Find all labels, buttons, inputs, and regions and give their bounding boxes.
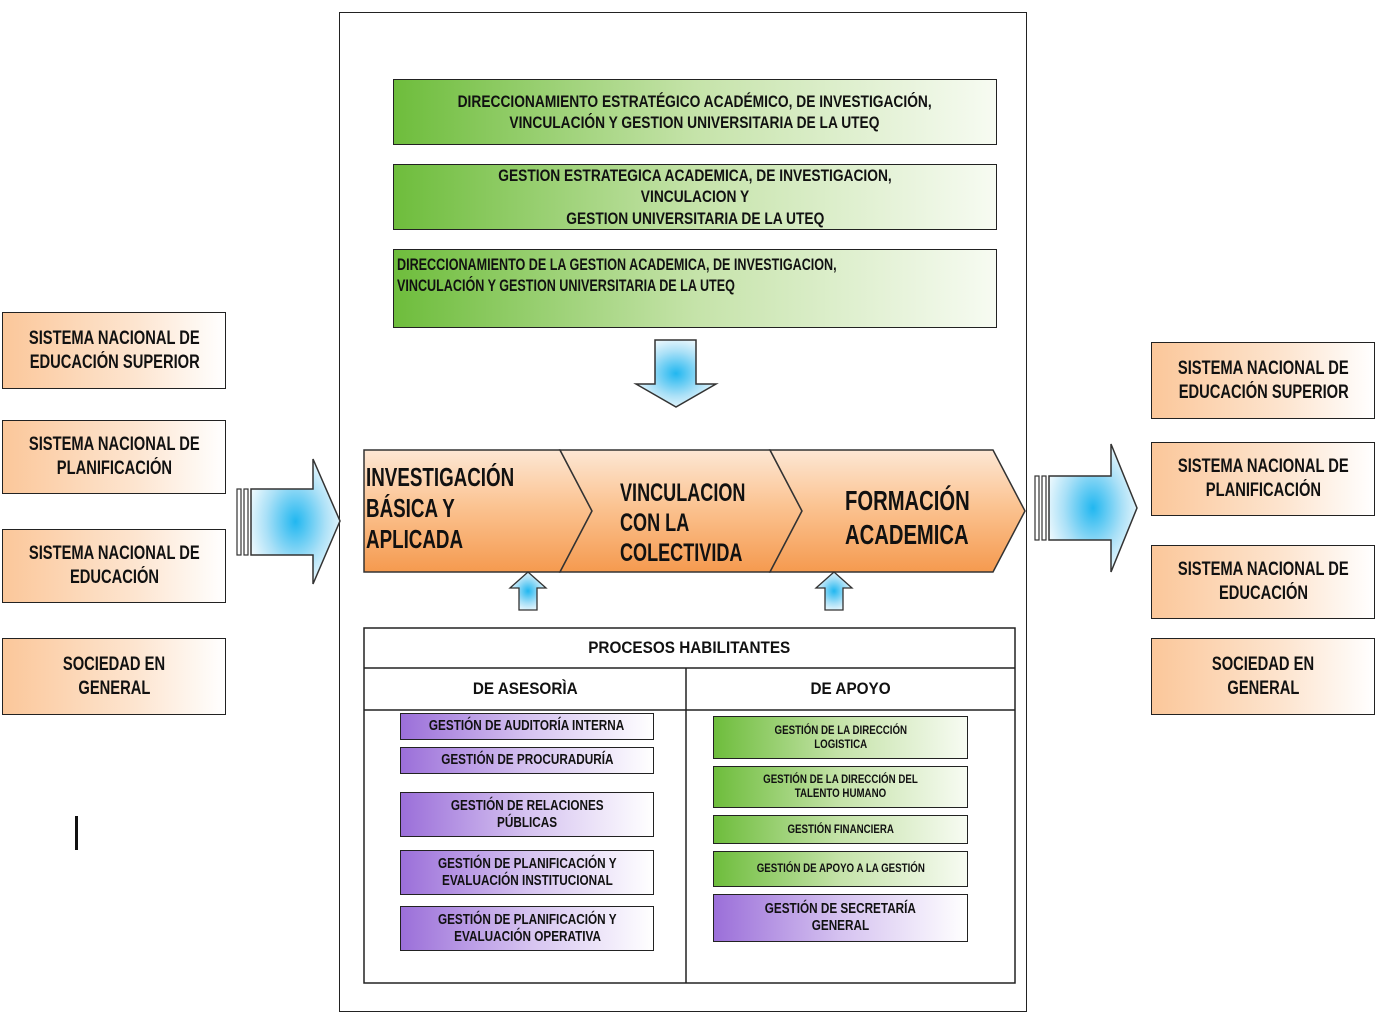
support-line: GESTIÓN DE LA DIRECCIÓN [774, 722, 907, 737]
core-chevron-formacion [768, 449, 1026, 573]
input-line: EDUCACIÓN SUPERIOR [28, 351, 200, 373]
advisory-line: EVALUACIÓN INSTITUCIONAL [441, 872, 613, 889]
output-line: EDUCACIÓN [1218, 583, 1308, 604]
support-box-apoyo-gestion: GESTIÓN DE APOYO A LA GESTIÓN [713, 851, 968, 887]
advisory-header: DE ASESORÌA [365, 669, 685, 709]
enabling-title: PROCESOS HABILITANTES [365, 629, 1014, 667]
strategic-line: GESTION UNIVERSITARIA DE LA UTEQ [565, 208, 825, 228]
core-line: CON LA [620, 509, 690, 537]
output-arrow-icon [1034, 443, 1138, 573]
core-line: ACADEMICA [845, 518, 969, 550]
support-box-financiera: GESTIÓN FINANCIERA [713, 815, 968, 844]
advisory-line: GESTIÓN DE PROCURADURÍA [440, 752, 614, 769]
support-line: GESTIÓN DE LA DIRECCIÓN DEL [763, 772, 918, 787]
advisory-line: EVALUACIÓN OPERATIVA [453, 928, 601, 945]
core-line: COLECTIVIDA [620, 539, 743, 567]
advisory-box-procuraduria: GESTIÓN DE PROCURADURÍA [400, 747, 654, 774]
strategic-line: DIRECCIONAMIENTO ESTRATÉGICO ACADÉMICO, … [457, 91, 933, 111]
core-line: BÁSICA Y [366, 493, 455, 524]
strategic-box-direccionamiento-estrategico: DIRECCIONAMIENTO ESTRATÉGICO ACADÉMICO, … [393, 79, 997, 145]
output-line: PLANIFICACIÓN [1205, 480, 1321, 501]
support-header: DE APOYO [687, 669, 1014, 709]
core-line: FORMACIÓN [845, 485, 970, 516]
support-line: TALENTO HUMANO [794, 786, 887, 800]
strategic-line: DIRECCIONAMIENTO DE LA GESTION ACADEMICA… [397, 255, 837, 274]
input-line: SISTEMA NACIONAL DE [28, 434, 200, 456]
strategic-box-direccionamiento-gestion: DIRECCIONAMIENTO DE LA GESTION ACADEMICA… [393, 249, 997, 328]
support-line: GENERAL [811, 918, 870, 934]
output-line: SISTEMA NACIONAL DE [1177, 357, 1349, 379]
strategic-line: VINCULACIÓN Y GESTION UNIVERSITARIA DE L… [509, 113, 881, 132]
strategic-box-gestion-estrategica: GESTION ESTRATEGICA ACADEMICA, DE INVEST… [393, 164, 997, 230]
input-line: SISTEMA NACIONAL DE [28, 543, 200, 565]
up-arrow-icon [814, 571, 854, 611]
advisory-line: PÚBLICAS [496, 814, 558, 831]
text-cursor-mark [75, 816, 78, 850]
advisory-line: GESTIÓN DE PLANIFICACIÓN Y [437, 855, 617, 872]
advisory-box-auditoria: GESTIÓN DE AUDITORÍA INTERNA [400, 713, 654, 740]
strategic-line: VINCULACIÓN Y GESTION UNIVERSITARIA DE L… [397, 276, 735, 296]
up-arrow-icon [508, 571, 548, 611]
core-line: VINCULACION [620, 479, 746, 507]
strategic-line: GESTION ESTRATEGICA ACADEMICA, DE INVEST… [498, 166, 892, 207]
output-line: SOCIEDAD EN [1211, 653, 1315, 675]
support-line: GESTIÓN DE APOYO A LA GESTIÓN [756, 861, 925, 876]
input-line: SOCIEDAD EN [62, 653, 166, 675]
input-line: SISTEMA NACIONAL DE [28, 327, 200, 349]
core-line: APLICADA [366, 524, 464, 555]
input-line: PLANIFICACIÓN [56, 458, 172, 479]
down-arrow-icon [633, 339, 719, 408]
support-line: LOGISTICA [814, 736, 867, 751]
advisory-line: GESTIÓN DE RELACIONES [450, 797, 604, 814]
advisory-line: GESTIÓN DE PLANIFICACIÓN Y [437, 911, 617, 928]
advisory-line: GESTIÓN DE AUDITORÍA INTERNA [429, 718, 625, 735]
support-line: GESTIÓN DE SECRETARÍA [764, 901, 917, 918]
core-line: INVESTIGACIÓN [366, 462, 515, 492]
output-line: EDUCACIÓN SUPERIOR [1177, 381, 1349, 403]
enabling-table-frame [363, 627, 1016, 984]
output-line: GENERAL [1227, 677, 1299, 699]
process-map-frame [339, 12, 1027, 1012]
output-line: SISTEMA NACIONAL DE [1177, 456, 1349, 478]
input-arrow-icon [236, 458, 341, 585]
input-line: EDUCACIÓN [69, 567, 159, 588]
input-line: GENERAL [78, 677, 150, 699]
output-line: SISTEMA NACIONAL DE [1177, 559, 1349, 581]
support-line: GESTIÓN FINANCIERA [787, 821, 894, 836]
